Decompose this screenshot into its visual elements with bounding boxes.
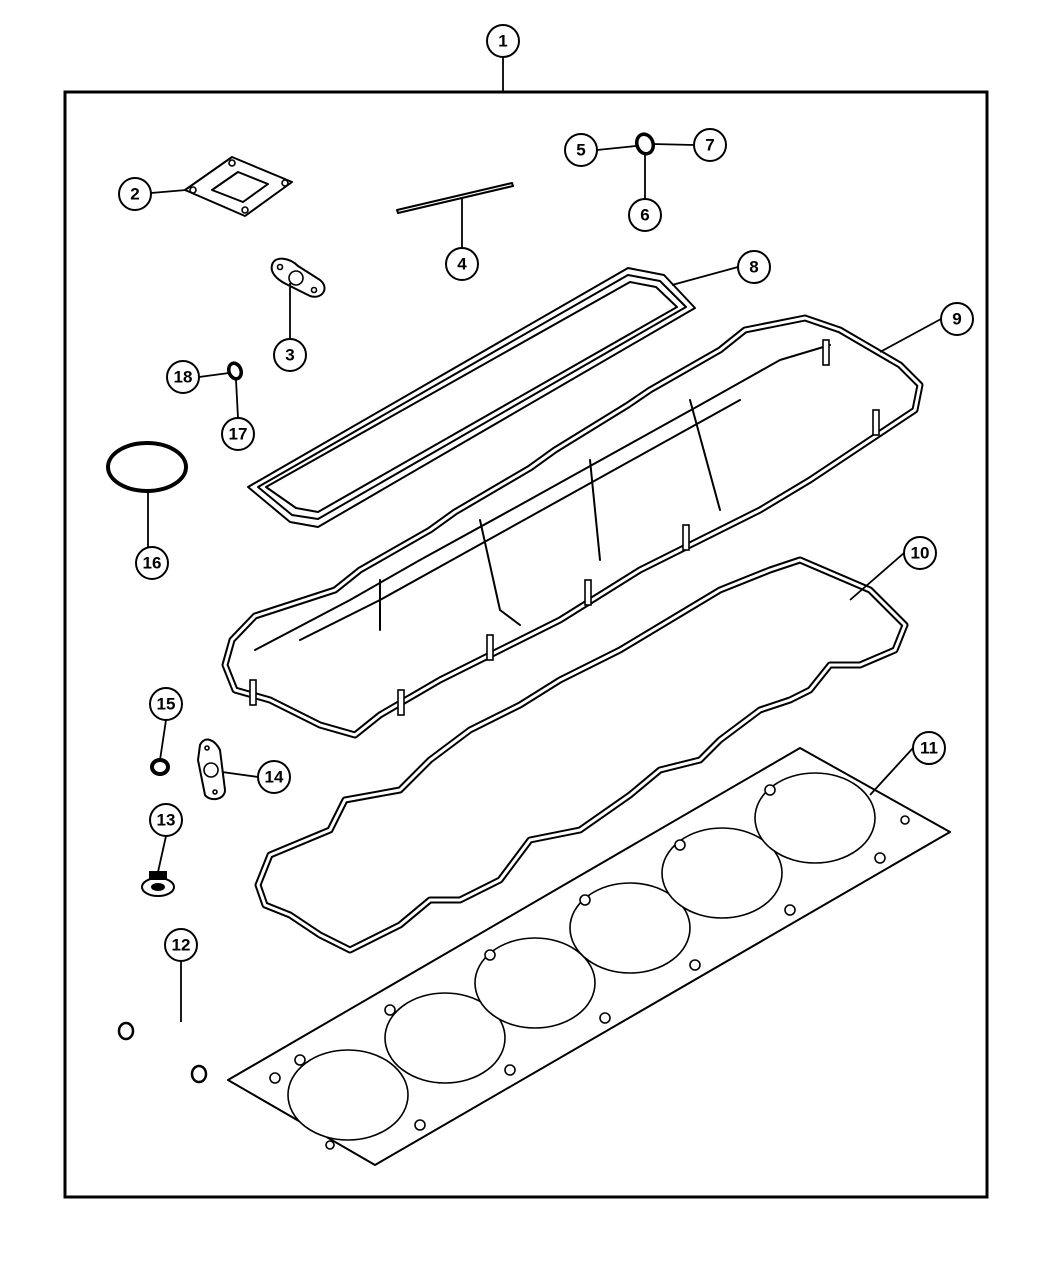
callout-6: 6 bbox=[628, 198, 662, 232]
callout-4-label: 4 bbox=[457, 255, 467, 274]
callout-13-label: 13 bbox=[157, 811, 176, 830]
callout-14-label: 14 bbox=[265, 768, 284, 787]
callout-14-circle bbox=[257, 760, 291, 794]
callout-13: 13 bbox=[149, 803, 183, 837]
part-9-valve-cover-gasket bbox=[221, 314, 924, 739]
part-14-flange-gasket bbox=[197, 738, 226, 801]
callout-18-label: 18 bbox=[174, 368, 193, 387]
part-17-18-o-ring bbox=[226, 361, 244, 381]
callout-6-label: 6 bbox=[640, 206, 649, 225]
part-2-flange-gasket bbox=[184, 156, 293, 217]
callout-2-circle bbox=[118, 177, 152, 211]
part-8-cover-plate-gasket bbox=[247, 267, 696, 528]
callout-12-label: 12 bbox=[172, 936, 191, 955]
callout-11-label: 11 bbox=[920, 739, 938, 758]
callout-18-circle bbox=[166, 360, 200, 394]
callout-13-circle bbox=[149, 803, 183, 837]
callout-16-circle bbox=[135, 546, 169, 580]
callout-5-label: 5 bbox=[576, 141, 585, 160]
callout-7-label: 7 bbox=[705, 136, 714, 155]
callout-17: 17 bbox=[221, 417, 255, 451]
part-3-oblong-gasket bbox=[270, 257, 326, 298]
part-10-perimeter-gasket bbox=[254, 556, 909, 954]
callout-8: 8 bbox=[737, 250, 771, 284]
callout-1: 1 bbox=[486, 24, 520, 58]
callout-2-label: 2 bbox=[130, 185, 139, 204]
callout-12: 12 bbox=[164, 928, 198, 962]
callout-18: 18 bbox=[166, 360, 200, 394]
callout-6-circle bbox=[628, 198, 662, 232]
callout-10-circle bbox=[903, 536, 937, 570]
kit-border bbox=[63, 90, 989, 1199]
callout-11-circle bbox=[912, 731, 946, 765]
callout-7-circle bbox=[693, 128, 727, 162]
callout-16-label: 16 bbox=[143, 554, 162, 573]
callout-5-circle bbox=[564, 133, 598, 167]
callout-9-circle bbox=[940, 302, 974, 336]
callout-7: 7 bbox=[693, 128, 727, 162]
callout-14: 14 bbox=[257, 760, 291, 794]
leader-lines bbox=[147, 57, 942, 1022]
callout-17-circle bbox=[221, 417, 255, 451]
callout-1-label: 1 bbox=[498, 32, 507, 51]
callout-3-circle bbox=[273, 338, 307, 372]
callout-11: 11 bbox=[912, 731, 946, 765]
part-11-head-gasket bbox=[227, 747, 951, 1166]
callout-3-label: 3 bbox=[285, 346, 294, 365]
part-15-washer bbox=[150, 758, 170, 776]
callout-16: 16 bbox=[135, 546, 169, 580]
callout-10: 10 bbox=[903, 536, 937, 570]
callout-1-circle bbox=[486, 24, 520, 58]
callout-12-circle bbox=[164, 928, 198, 962]
callout-15-label: 15 bbox=[157, 695, 176, 714]
callout-9-label: 9 bbox=[952, 310, 961, 329]
callout-15-circle bbox=[149, 687, 183, 721]
callout-17-label: 17 bbox=[229, 425, 248, 444]
part-13-plug bbox=[141, 871, 175, 897]
callout-15: 15 bbox=[149, 687, 183, 721]
part-12-oil-tube bbox=[117, 1018, 208, 1084]
callout-2: 2 bbox=[118, 177, 152, 211]
part-4-strip-seal bbox=[396, 182, 514, 214]
callout-5: 5 bbox=[564, 133, 598, 167]
callout-8-label: 8 bbox=[749, 258, 758, 277]
part-16-large-o-ring bbox=[106, 441, 188, 493]
callout-8-circle bbox=[737, 250, 771, 284]
callout-4: 4 bbox=[445, 247, 479, 281]
callout-10-label: 10 bbox=[911, 544, 930, 563]
callout-9: 9 bbox=[940, 302, 974, 336]
callout-3: 3 bbox=[273, 338, 307, 372]
part-5-7-o-ring bbox=[634, 132, 656, 156]
callout-4-circle bbox=[445, 247, 479, 281]
